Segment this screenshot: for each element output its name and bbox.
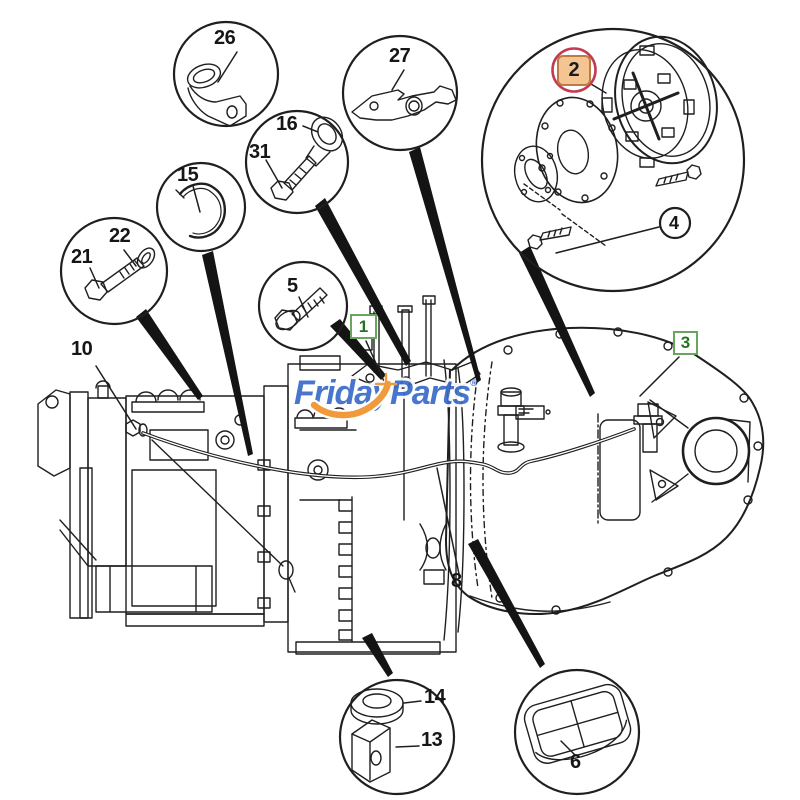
- label-31: 31: [249, 141, 271, 163]
- balloon-4: [658, 206, 692, 240]
- balloon-26: [172, 20, 280, 128]
- part-14-grommet: [350, 688, 404, 725]
- balloon-16-31: [244, 109, 350, 215]
- engine-pump-assembly: [37, 380, 265, 627]
- registered-mark: ®: [470, 378, 478, 389]
- label-13: 13: [421, 729, 443, 751]
- part-15-clip: [175, 182, 226, 239]
- part-5-bolt: [274, 287, 328, 331]
- label-14: 14: [424, 686, 446, 708]
- cable-end-fitting: [633, 403, 663, 453]
- highlight-circle-part-2: [551, 47, 597, 93]
- label-5: 5: [287, 275, 298, 297]
- group-label-1: 1: [350, 314, 377, 339]
- balloon-14-13: [338, 678, 456, 796]
- part-21-22-bolt-washer: [84, 247, 156, 301]
- part-27-bracket: [351, 85, 457, 121]
- watermark-swoosh-icon: [308, 372, 398, 421]
- label-4: 4: [669, 213, 679, 233]
- balloon-circles: [59, 20, 746, 796]
- label-26: 26: [214, 27, 236, 49]
- label-8: 8: [451, 570, 462, 592]
- bolt-10-target: [125, 419, 141, 437]
- label-10: 10: [71, 338, 93, 360]
- breather-fitting: [497, 387, 525, 453]
- label-16: 16: [276, 113, 298, 135]
- part-6-pad: [523, 683, 632, 764]
- balloon-leader-wedges: [136, 147, 595, 677]
- label-15: 15: [177, 164, 199, 186]
- label-21: 21: [71, 246, 93, 268]
- balloon-27: [341, 34, 459, 152]
- highlighted-part-2-badge: 2: [557, 55, 591, 86]
- control-cable: [141, 427, 636, 593]
- balloon-21-22: [59, 216, 169, 326]
- label-22: 22: [109, 225, 131, 247]
- balloon-5: [257, 260, 349, 352]
- group-label-3: 3: [673, 331, 698, 355]
- balloon-6: [513, 668, 641, 796]
- balloon-2-4: [480, 27, 746, 293]
- part-26-bracket: [186, 63, 247, 127]
- balloon-15: [155, 161, 247, 253]
- part-2-clutch-assembly: [513, 35, 718, 250]
- part-13-bracket: [351, 719, 391, 783]
- label-27: 27: [389, 45, 411, 67]
- label-6: 6: [570, 751, 581, 773]
- thin-leader-lines: [89, 51, 680, 756]
